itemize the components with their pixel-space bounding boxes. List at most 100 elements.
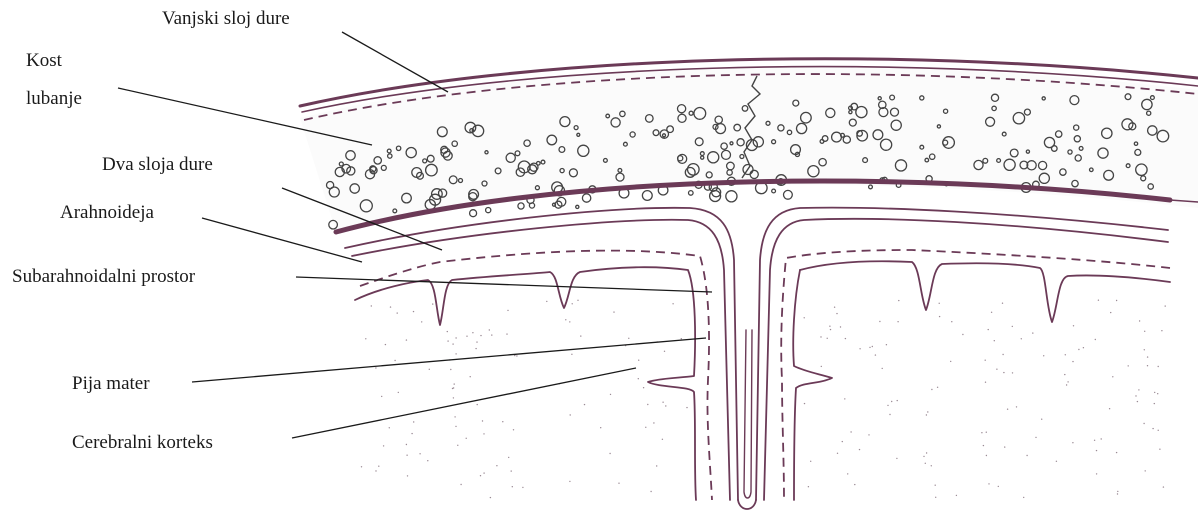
cortex-dot bbox=[394, 360, 395, 361]
cortex-dot bbox=[1128, 365, 1129, 366]
cortex-dot bbox=[996, 369, 997, 370]
cortex-dot bbox=[981, 432, 982, 433]
cortex-dot bbox=[650, 491, 651, 492]
cortex-dot bbox=[820, 336, 821, 337]
cortex-dot bbox=[453, 397, 454, 398]
cortex-dot bbox=[516, 355, 517, 356]
cortex-dot bbox=[985, 382, 986, 383]
leader-outer-dura bbox=[342, 32, 448, 92]
cortex-dot bbox=[476, 341, 477, 342]
cortex-dot bbox=[994, 340, 995, 341]
cortex-dot bbox=[1067, 381, 1068, 382]
cortex-dot bbox=[460, 484, 461, 485]
cortex-dot bbox=[453, 387, 454, 388]
cortex-dot bbox=[406, 339, 407, 340]
cortex-dot bbox=[1021, 338, 1022, 339]
cortex-dot bbox=[988, 483, 989, 484]
cortex-dot bbox=[1163, 486, 1164, 487]
cortex-dot bbox=[482, 420, 483, 421]
cortex-dot bbox=[830, 329, 831, 330]
cortex-dot bbox=[565, 319, 566, 320]
cortex-dot bbox=[842, 441, 843, 442]
cortex-dot bbox=[1116, 452, 1117, 453]
cortex-dot bbox=[1035, 437, 1036, 438]
cortex-dot bbox=[506, 333, 507, 334]
cortex-dot bbox=[383, 445, 384, 446]
cortex-dot bbox=[508, 457, 509, 458]
cortex-dot bbox=[956, 495, 957, 496]
cortex-dot bbox=[507, 310, 508, 311]
leader-cortex bbox=[292, 368, 636, 438]
cortex-dot bbox=[926, 452, 927, 453]
cortex-dot bbox=[821, 366, 822, 367]
cortex-dot bbox=[1147, 365, 1148, 366]
cortex-dot bbox=[1041, 419, 1042, 420]
cortex-dot bbox=[375, 367, 376, 368]
cortex-dot bbox=[610, 394, 611, 395]
cortex-dot bbox=[1083, 347, 1084, 348]
bone-pore bbox=[642, 191, 652, 201]
cortex-dot bbox=[381, 396, 382, 397]
cortex-dot bbox=[569, 321, 570, 322]
cortex-dot bbox=[477, 404, 478, 405]
cortex-dot bbox=[1078, 349, 1079, 350]
cortex-dot bbox=[1101, 438, 1102, 439]
cortex-dot bbox=[939, 316, 940, 317]
cortex-dot bbox=[638, 378, 639, 379]
cortex-dot bbox=[1066, 384, 1067, 385]
cortex-dot bbox=[1073, 325, 1074, 326]
cortex-dot bbox=[1154, 403, 1155, 404]
cortex-dot bbox=[665, 405, 666, 406]
cortex-dot bbox=[1139, 320, 1140, 321]
leader-pia bbox=[192, 338, 706, 382]
cortex-dot bbox=[512, 486, 513, 487]
cortex-dot bbox=[457, 445, 458, 446]
cortex-dot bbox=[577, 300, 578, 301]
cortex-dot bbox=[988, 329, 989, 330]
cortex-dot bbox=[872, 346, 873, 347]
cortex-dot bbox=[859, 449, 860, 450]
arachnoid-right-outer bbox=[756, 208, 1168, 500]
cortex-dot bbox=[1144, 331, 1145, 332]
cortex-dot bbox=[427, 460, 428, 461]
cortex-dot bbox=[1137, 401, 1138, 402]
cortex-dot bbox=[483, 433, 484, 434]
cortex-dot bbox=[1012, 372, 1013, 373]
leader-subarachnoid bbox=[296, 277, 712, 292]
label-skull-line1: Kost bbox=[26, 50, 63, 71]
cortex-dot bbox=[413, 421, 414, 422]
bone-pore bbox=[726, 191, 737, 202]
cortex-dot bbox=[475, 348, 476, 349]
label-pia: Pija mater bbox=[72, 373, 150, 394]
cortex-dot bbox=[1065, 354, 1066, 355]
cortex-dot bbox=[834, 307, 835, 308]
cortex-dot bbox=[1032, 332, 1033, 333]
cortex-dot bbox=[923, 456, 924, 457]
cortex-dot bbox=[875, 354, 876, 355]
cortex-dot bbox=[991, 312, 992, 313]
cortex-dot bbox=[522, 487, 523, 488]
cortex-dot bbox=[837, 453, 838, 454]
cortex-dot bbox=[455, 426, 456, 427]
cortex-dot bbox=[886, 344, 887, 345]
cortex-dot bbox=[489, 329, 490, 330]
cortex-dot bbox=[986, 432, 987, 433]
cortex-dot bbox=[829, 326, 830, 327]
pia-right-solid bbox=[800, 261, 1170, 322]
cortex-dot bbox=[450, 369, 451, 370]
cortex-dot bbox=[466, 438, 467, 439]
cortex-dot bbox=[571, 354, 572, 355]
cortex-dot bbox=[406, 455, 407, 456]
cortex-dot bbox=[1007, 409, 1008, 410]
cortex-dot bbox=[1026, 455, 1027, 456]
cortex-dot bbox=[480, 475, 481, 476]
cortex-dot bbox=[483, 472, 484, 473]
cortex-dot bbox=[546, 301, 547, 302]
label-outer-dura: Vanjski sloj dure bbox=[162, 8, 290, 29]
cortex-dot bbox=[421, 321, 422, 322]
cortex-dot bbox=[1145, 470, 1146, 471]
cortex-dot bbox=[931, 465, 932, 466]
cortex-dot bbox=[1112, 376, 1113, 377]
cortex-dot bbox=[514, 355, 515, 356]
cortex-dot bbox=[389, 427, 390, 428]
